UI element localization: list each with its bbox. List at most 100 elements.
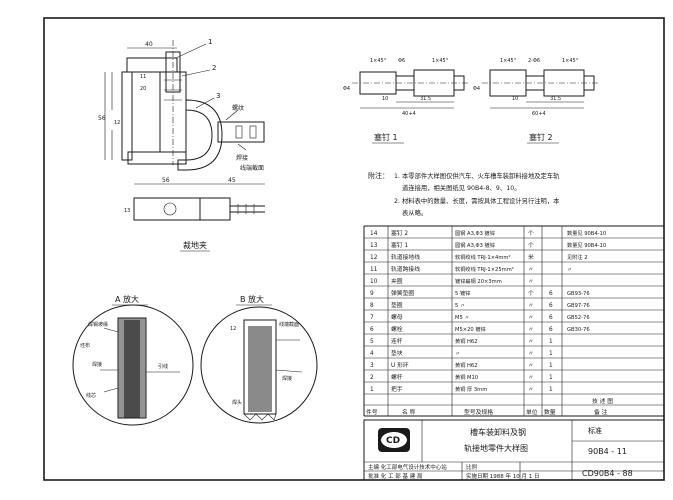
bom-row-no: 13	[370, 243, 378, 249]
scale-label: 比例	[466, 463, 478, 471]
bom-row-note: 见附注 2	[567, 253, 588, 261]
detail-a	[72, 304, 194, 426]
bom-row-name: 夹圈	[391, 277, 403, 285]
plug2-dim-1: 2-Φ6	[528, 58, 540, 64]
bom-row-unit: 个	[528, 230, 534, 237]
bom-row-name: 垫块	[391, 349, 403, 357]
bom-row-no: 2	[370, 375, 374, 381]
plug2-dim-0: 1×45°	[500, 58, 517, 64]
detail-b-title: B 放大	[240, 294, 264, 304]
bom-row-unit: 〃	[528, 279, 534, 285]
bom-row-no: 12	[370, 255, 378, 261]
dim-11: 11	[140, 74, 146, 80]
plug1-dim-8: 40+4	[402, 111, 416, 117]
bom-row-unit: 〃	[528, 267, 534, 273]
bom-row-unit: 〃	[528, 375, 534, 381]
bom-row-spec: M5 〃	[455, 315, 470, 321]
detail-a-label-3: 线芯	[86, 392, 96, 399]
grounding-clip-main-view	[104, 40, 265, 171]
plug-2-title: 塞钉 2	[529, 132, 553, 142]
drawing-number: 90B4 - 11	[588, 447, 627, 456]
bom-row-name: 垫圈	[391, 301, 403, 309]
bom-row-no: 7	[370, 315, 374, 321]
bom-row-name: 连杆	[391, 337, 403, 345]
bom-row-spec: 5 镀锌	[455, 289, 470, 297]
bom-header-unit: 单位	[526, 408, 538, 416]
plug1-dim-1: Φ6	[398, 58, 405, 64]
bom-row-unit: 米	[528, 253, 534, 261]
footer-label: 标准	[588, 426, 602, 435]
bom-row-spec: 圆钢 A3,Φ3 镀锌	[455, 229, 495, 237]
plug1-dim-0: 1×45°	[370, 58, 387, 64]
bom-row-spec: 软铜绞线 TRJ-1×4mm²	[455, 253, 511, 261]
detail-a-title: A 放大	[115, 294, 139, 304]
bom-right-header: 技 述 图	[592, 397, 613, 405]
label-clamp: 线端截面	[240, 164, 264, 172]
plug1-dim-2: 1×45°	[432, 58, 449, 64]
dim-20: 20	[140, 86, 146, 92]
bom-row-qty: 1	[549, 375, 553, 381]
detail-b	[200, 306, 318, 424]
bom-header-qty: 数量	[544, 408, 556, 416]
bom-row-no: 6	[370, 327, 374, 333]
bom-row-no: 5	[370, 339, 374, 345]
main-view-title: 裁地夹	[183, 240, 207, 250]
bom-row-unit: 〃	[528, 351, 534, 357]
plug1-dim-7: 31.5	[420, 96, 431, 102]
bom-row-no: 10	[370, 279, 378, 285]
dim-13: 13	[124, 208, 130, 214]
bom-row-spec: 软铜绞线 TRJ-1×25mm²	[455, 265, 514, 273]
notes-line-2b: 表从略。	[402, 208, 427, 217]
plug2-dim-2: 1×45°	[562, 58, 579, 64]
notes-title: 附注：	[368, 171, 389, 180]
plug1-dim-3: Φ4	[343, 86, 350, 92]
plug-2-drawing	[482, 69, 600, 109]
bom-header-note: 备 注	[594, 408, 608, 416]
plug2-dim-6: 31.5	[550, 96, 561, 102]
part-no-2: 2	[212, 64, 216, 72]
notes-line-1: 1. 本零部件大样图仅供汽车、火车槽车装卸料接地及定车轨	[394, 171, 560, 180]
bom-row-no: 8	[370, 303, 374, 309]
bom-row-name: 轨道跨接线	[391, 265, 420, 273]
bom-row-note: 〃	[567, 267, 572, 273]
label-weld: 焊接	[236, 154, 248, 162]
bom-row-qty: 6	[549, 327, 553, 333]
detail-a-label-2: 焊接	[92, 361, 102, 368]
detail-b-label-0: 12	[230, 326, 236, 332]
bom-row-no: 9	[370, 291, 374, 297]
dim-56-side: 56	[162, 177, 170, 184]
bom-row-qty: 6	[549, 291, 553, 297]
bom-row-note: GB30-76	[567, 327, 590, 333]
bom-row-name: 螺母	[391, 313, 403, 321]
bom-row-spec: 黄铜 M10	[455, 373, 478, 381]
detail-b-label-2: 焊接	[282, 375, 292, 382]
bom-row-note: GB97-76	[567, 303, 590, 309]
bom-row-unit: 〃	[528, 303, 534, 309]
detail-a-label-1: 坯布	[80, 342, 90, 349]
plug-1-title: 塞钉 1	[374, 132, 398, 142]
detail-a-label-0: 焊锡坡缘	[88, 321, 108, 328]
page-ref: CD90B4 - 88	[582, 469, 633, 478]
dim-40: 40	[145, 41, 153, 48]
bom-row-no: 3	[370, 363, 374, 369]
bom-row-name: 把手	[391, 385, 403, 393]
bom-row-note: GB93-76	[567, 291, 590, 297]
part-no-1: 1	[208, 38, 212, 46]
plug2-dim-3: Φ4	[473, 86, 480, 92]
bom-row-name: 轨道接地线	[391, 253, 420, 261]
bom-header-name: 名 称	[402, 408, 416, 416]
bom-row-no: 4	[370, 351, 374, 357]
bom-row-spec: 〃	[455, 351, 460, 357]
bom-row-spec: 镀锌扁钢 20×3mm	[455, 277, 502, 285]
detail-a-label-4: 引线	[158, 363, 168, 370]
bom-row-qty: 1	[549, 351, 553, 357]
bom-row-spec: 5 〃	[455, 303, 465, 309]
bom-table-grid	[363, 225, 665, 417]
bom-row-unit: 〃	[528, 315, 534, 321]
bom-row-spec: 圆钢 A3,Φ3 镀锌	[455, 241, 495, 249]
bom-row-spec: 黄铜 厚 3mm	[455, 385, 487, 393]
plug1-dim-5: 10	[382, 96, 388, 102]
plug2-dim-7: 60+4	[532, 111, 546, 117]
